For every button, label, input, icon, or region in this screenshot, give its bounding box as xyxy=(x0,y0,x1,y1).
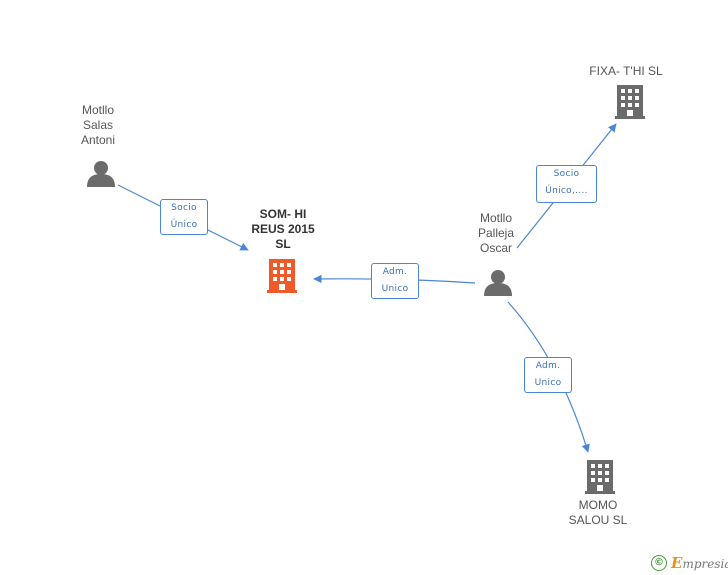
building-icon[interactable] xyxy=(267,259,297,293)
node-label-motllo-palleja[interactable]: Motllo Palleja Oscar xyxy=(477,211,515,255)
copyright-icon: © xyxy=(651,555,667,571)
building-icon[interactable] xyxy=(585,460,615,494)
edge-label-palleja-fixa[interactable]: Socio Único,.... xyxy=(536,165,597,203)
person-icon[interactable] xyxy=(87,161,115,187)
edge-label-palleja-momo[interactable]: Adm. Unico xyxy=(524,357,572,393)
edge-label-palleja-somhi[interactable]: Adm. Unico xyxy=(371,263,419,299)
node-label-momo-salou[interactable]: MOMO SALOU SL xyxy=(568,498,628,527)
brand-logo: Empresia xyxy=(671,554,728,572)
edge-label-salas-somhi[interactable]: Socio Único xyxy=(160,199,208,235)
building-icon[interactable] xyxy=(615,85,645,119)
footer-brand[interactable]: © Empresia xyxy=(651,553,728,573)
person-icon[interactable] xyxy=(484,270,512,296)
node-label-som-hi[interactable]: SOM- HI REUS 2015 SL xyxy=(251,207,315,251)
node-label-fixa-thi[interactable]: FIXA- T'HI SL xyxy=(589,64,663,78)
node-label-motllo-salas[interactable]: Motllo Salas Antoni xyxy=(80,103,116,147)
